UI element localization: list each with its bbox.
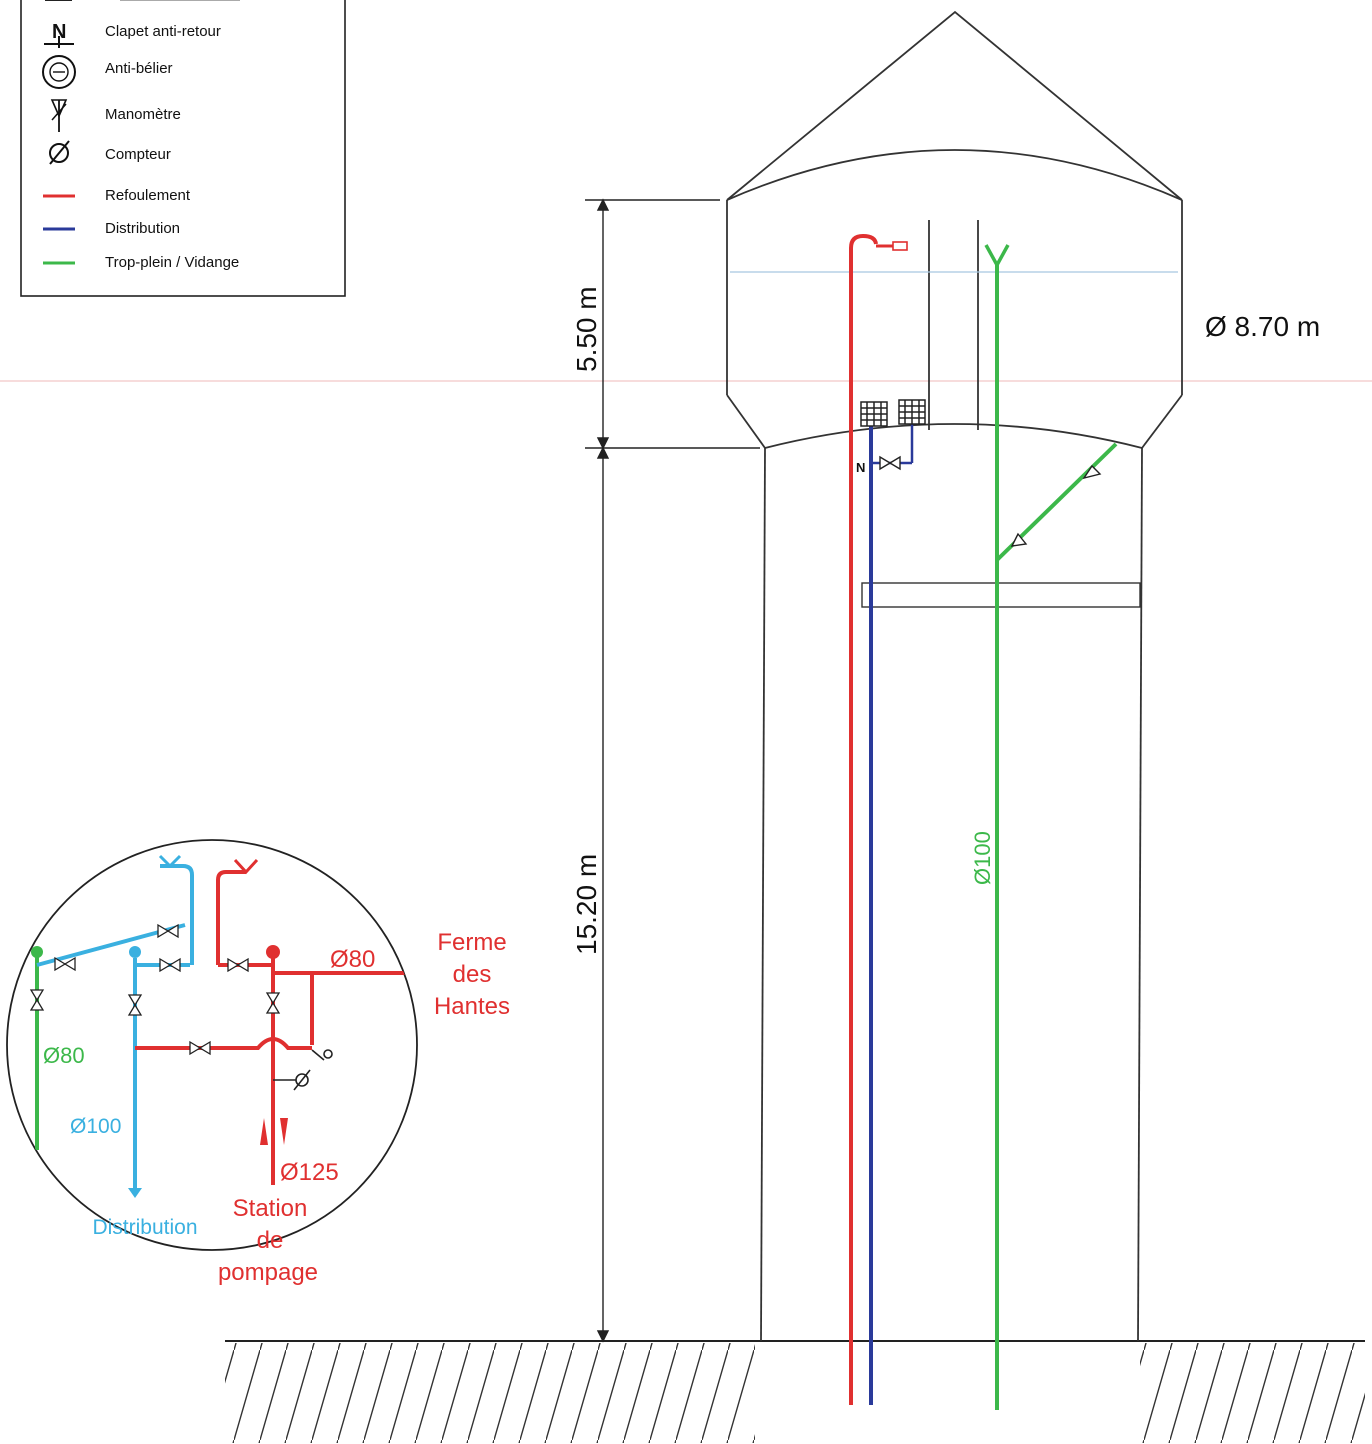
valve-icon bbox=[1010, 464, 1102, 547]
detail-inlet-diameter: Ø125 bbox=[280, 1159, 339, 1186]
detail-green-diameter: Ø80 bbox=[43, 1043, 85, 1068]
refoulement-pipe bbox=[849, 233, 908, 1405]
destination-line-1: Ferme bbox=[437, 929, 506, 956]
tower-outline bbox=[726, 10, 1183, 1342]
dimension-shaft-height: 15.20 m bbox=[571, 854, 602, 955]
strainer-icon bbox=[860, 399, 926, 427]
pumping-station-line-1: Station bbox=[233, 1195, 308, 1222]
meter-icon bbox=[49, 140, 70, 165]
dimension-tank-diameter: Ø 8.70 m bbox=[1205, 311, 1320, 342]
legend-label-check-valve: Clapet anti-retour bbox=[105, 23, 221, 40]
anti-hammer-icon bbox=[42, 55, 76, 89]
ground bbox=[225, 1340, 1365, 1443]
legend-label-trop-plein: Trop-plein / Vidange bbox=[105, 254, 239, 271]
legend-label-meter: Compteur bbox=[105, 146, 171, 163]
detail-cyan-diameter: Ø100 bbox=[70, 1115, 121, 1138]
detail-distribution-label: Distribution bbox=[92, 1216, 197, 1239]
legend-label-distribution: Distribution bbox=[105, 220, 180, 237]
check-valve-icon: N bbox=[44, 21, 74, 48]
dimension-lines bbox=[585, 198, 760, 1343]
legend-label-refoulement: Refoulement bbox=[105, 187, 191, 204]
svg-text:N: N bbox=[52, 21, 66, 43]
valve-icon: N bbox=[856, 455, 901, 475]
detail-outlet-diameter: Ø80 bbox=[330, 946, 375, 973]
legend-panel: N Clapet anti-retour Anti-bélier Manomèt… bbox=[20, 0, 346, 297]
pressure-gauge-icon bbox=[50, 99, 68, 132]
pumping-station-line-2: de bbox=[257, 1227, 284, 1254]
distribution-pipe bbox=[869, 420, 914, 1405]
pumping-station-line-3: pompage bbox=[218, 1259, 318, 1286]
detail-view: Ø80 Ø100 Ø80 Ø125 bbox=[6, 839, 418, 1251]
dimension-tank-height: 5.50 m bbox=[571, 286, 602, 372]
destination-line-3: Hantes bbox=[434, 993, 510, 1020]
svg-text:N: N bbox=[856, 460, 865, 475]
legend-label-anti-hammer: Anti-bélier bbox=[105, 60, 173, 77]
trop-plein-pipe bbox=[984, 244, 1118, 1410]
destination-line-2: des bbox=[453, 961, 492, 988]
legend-label-pressure-gauge: Manomètre bbox=[105, 106, 181, 123]
legend-frame bbox=[20, 0, 346, 297]
overflow-pipe-diameter: Ø100 bbox=[970, 831, 995, 885]
